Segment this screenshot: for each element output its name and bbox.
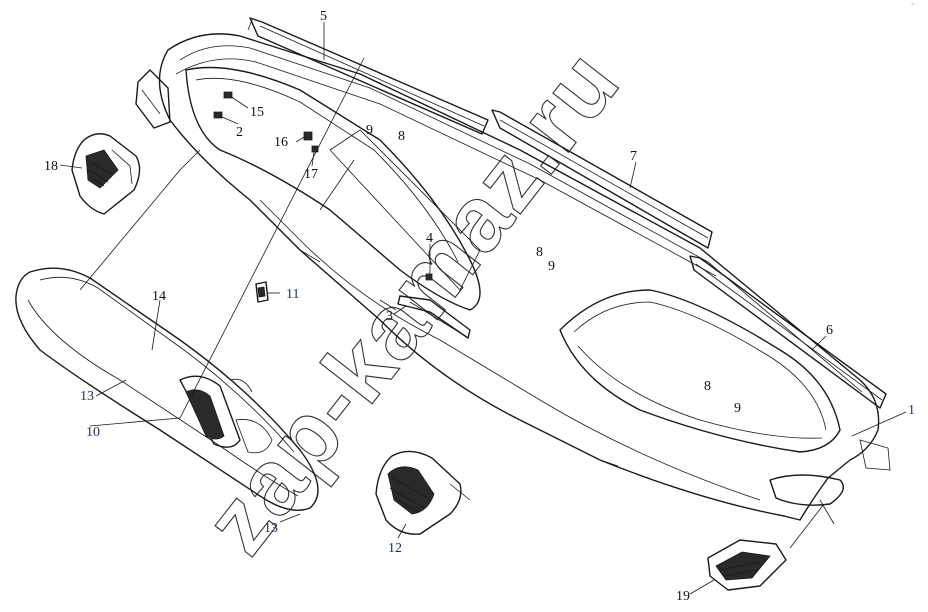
corner-mark: ~ <box>911 2 914 8</box>
label-19: 19 <box>676 589 690 604</box>
label-7: 7 <box>630 149 637 164</box>
label-9c: 9 <box>734 401 741 416</box>
part-3-clip <box>397 295 471 339</box>
label-14: 14 <box>152 289 166 304</box>
label-3: 3 <box>386 309 393 324</box>
label-5: 5 <box>320 9 327 24</box>
label-2: 2 <box>236 125 243 140</box>
label-10: 10 <box>86 425 100 440</box>
label-9a: 9 <box>366 123 373 138</box>
callouts: 1 2 3 4 5 6 7 8 8 8 9 9 9 10 11 12 13 13… <box>44 9 915 604</box>
label-15: 15 <box>250 105 264 120</box>
part-18-air-vent <box>71 133 141 215</box>
part-1-dashboard-body <box>135 33 891 525</box>
label-9b: 9 <box>548 259 555 274</box>
label-1: 1 <box>908 403 915 418</box>
part-7-defroster-strip <box>491 109 713 249</box>
label-18: 18 <box>44 159 58 174</box>
part-2-fastener <box>213 111 223 119</box>
label-8b: 8 <box>536 245 543 260</box>
part-12-air-vent <box>375 450 462 535</box>
part-10-cluster-bezel <box>15 267 319 511</box>
part-19-air-vent <box>707 539 787 591</box>
leader-lines <box>59 22 907 595</box>
part-11-clip <box>255 281 269 303</box>
label-13a: 13 <box>80 389 94 404</box>
label-8a: 8 <box>398 129 405 144</box>
label-16: 16 <box>274 135 288 150</box>
part-6-defroster-strip <box>689 255 887 409</box>
label-4: 4 <box>426 231 433 246</box>
part-16-17-fasteners <box>303 131 319 153</box>
label-12: 12 <box>388 541 402 556</box>
label-17: 17 <box>304 167 318 182</box>
part-5-defroster-strip <box>247 17 489 135</box>
label-13b: 13 <box>264 521 278 536</box>
label-6: 6 <box>826 323 833 338</box>
part-15-fastener <box>223 91 233 99</box>
label-11: 11 <box>286 287 299 302</box>
label-8c: 8 <box>704 379 711 394</box>
part-4-screw <box>425 273 433 281</box>
